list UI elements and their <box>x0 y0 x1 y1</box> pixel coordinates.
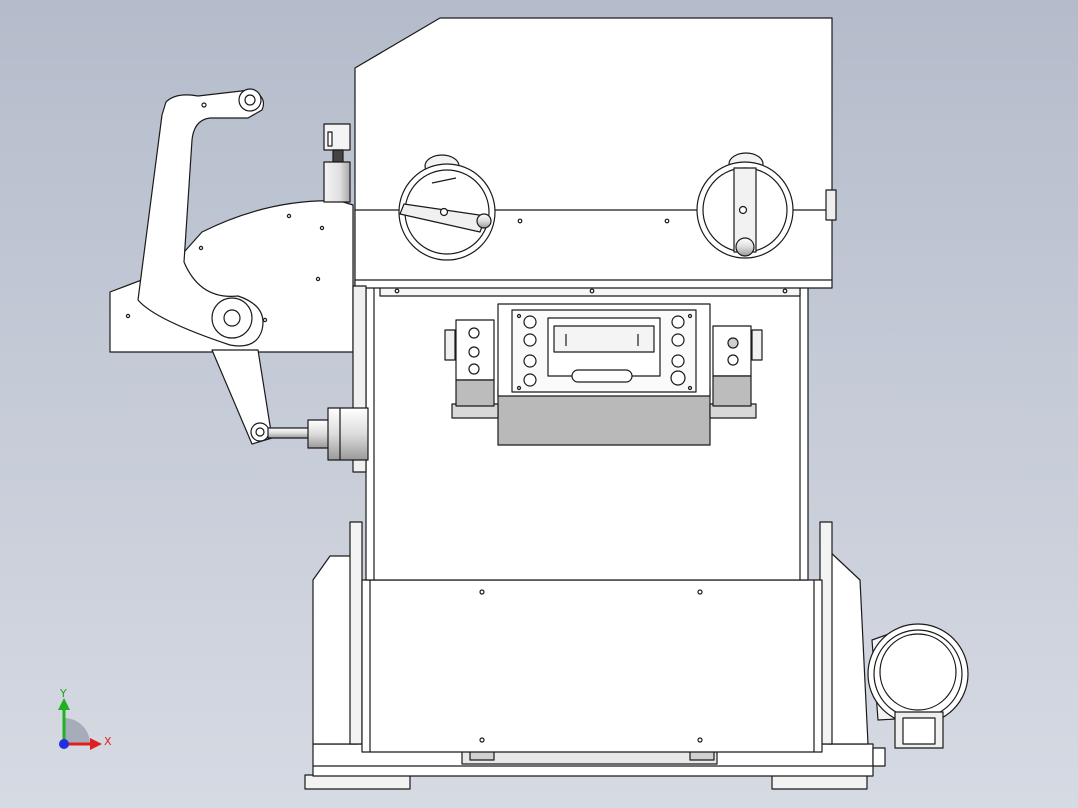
main-lever-arm[interactable] <box>137 88 265 347</box>
axis-x-label: X <box>104 735 112 748</box>
left-side-bracket <box>312 521 363 745</box>
control-panel <box>497 303 711 446</box>
right-handwheel[interactable] <box>696 152 794 259</box>
panel-button-left-3[interactable] <box>523 354 537 368</box>
panel-button-left-2[interactable] <box>523 333 537 347</box>
panel-button-right-1[interactable] <box>671 315 685 329</box>
panel-button-left-4[interactable] <box>523 373 537 387</box>
left-switch-box <box>444 319 499 419</box>
pneumatic-cylinder-lower <box>267 407 369 461</box>
lower-link-arm <box>211 349 273 445</box>
left-handwheel[interactable] <box>398 154 496 261</box>
panel-button-right-3[interactable] <box>671 354 685 368</box>
right-switch-box <box>709 325 763 419</box>
motor-unit <box>867 623 969 767</box>
right-side-bracket <box>819 521 869 745</box>
lower-cabinet <box>361 579 823 753</box>
panel-button-right-4[interactable] <box>670 370 686 386</box>
panel-button-left-1[interactable] <box>523 315 537 329</box>
pneumatic-cylinder-upper <box>323 123 351 203</box>
coordinate-triad <box>58 698 102 750</box>
panel-button-right-2[interactable] <box>671 333 685 347</box>
axis-y-label: Y <box>59 687 67 700</box>
